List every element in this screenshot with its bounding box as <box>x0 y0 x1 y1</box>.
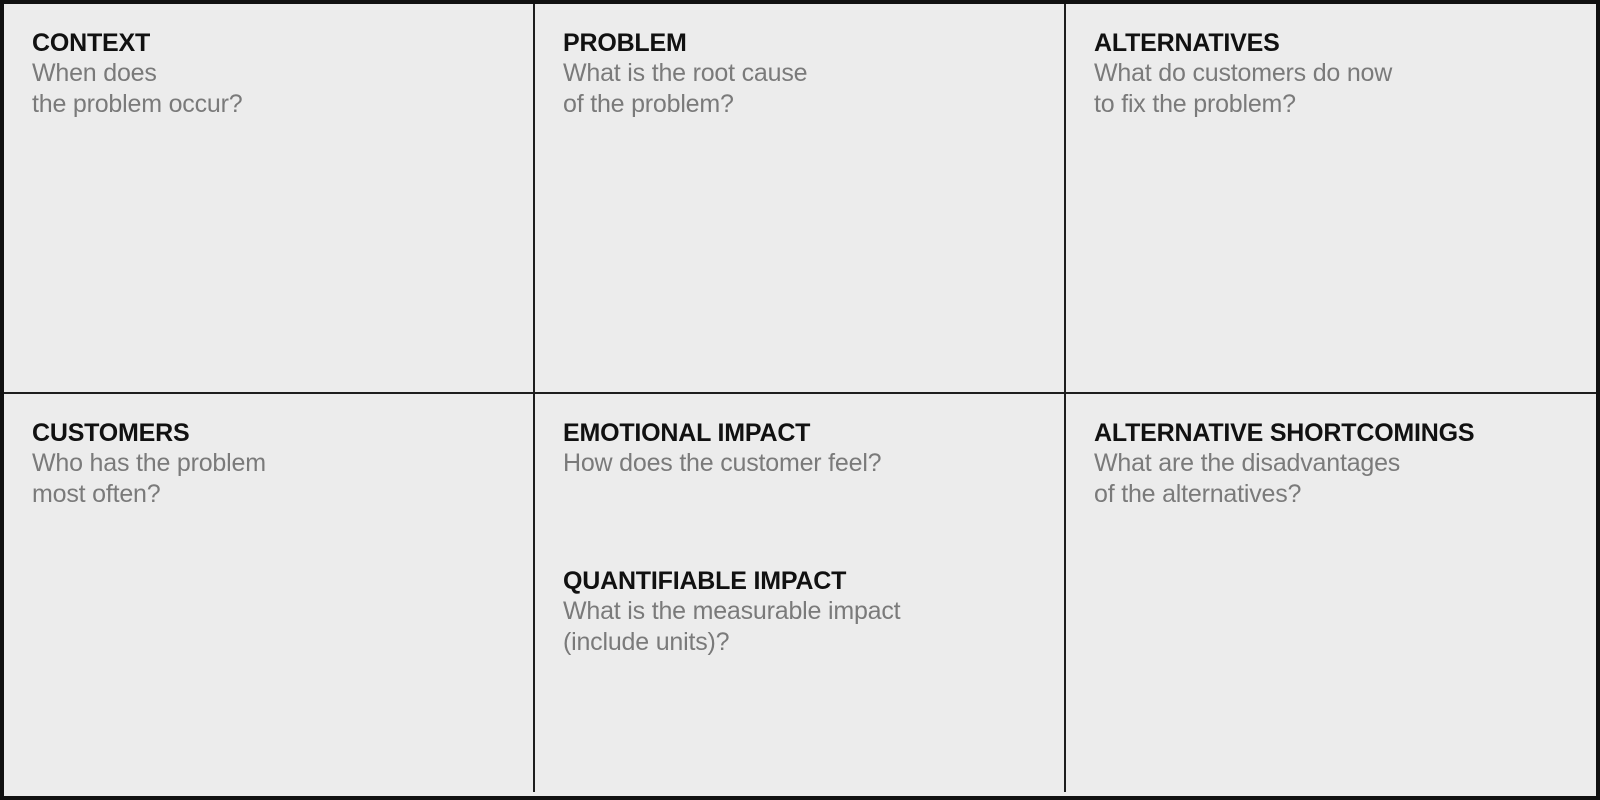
problem-prompt-line-2: of the problem? <box>563 90 734 118</box>
quantifiable-impact-title: QUANTIFIABLE IMPACT <box>563 567 847 595</box>
context-prompt-line-2: the problem occur? <box>32 90 243 118</box>
alternative-shortcomings-prompt: What are the disadvantages of the altern… <box>1094 448 1568 510</box>
quantifiable-impact-prompt-line-1: What is the measurable impact <box>563 597 901 625</box>
customers-prompt-line-2: most often? <box>32 480 161 508</box>
emotional-impact-title: EMOTIONAL IMPACT <box>563 419 811 447</box>
problem-title: PROBLEM <box>563 29 687 57</box>
impact-cell[interactable]: EMOTIONAL IMPACT How does the customer f… <box>535 394 1066 792</box>
alternative-shortcomings-prompt-line-1: What are the disadvantages <box>1094 449 1401 477</box>
customers-prompt-line-1: Who has the problem <box>32 449 266 477</box>
quantifiable-impact-prompt: What is the measurable impact (include u… <box>563 596 1036 658</box>
problem-prompt: What is the root cause of the problem? <box>563 58 1036 120</box>
alternative-shortcomings-title: ALTERNATIVE SHORTCOMINGS <box>1094 419 1475 447</box>
customers-cell[interactable]: CUSTOMERS Who has the problem most often… <box>4 394 535 792</box>
emotional-impact-section: EMOTIONAL IMPACT How does the customer f… <box>563 418 1036 479</box>
quantifiable-impact-section: QUANTIFIABLE IMPACT What is the measurab… <box>563 566 1036 658</box>
alternatives-title: ALTERNATIVES <box>1094 29 1280 57</box>
alternatives-prompt-line-2: to fix the problem? <box>1094 90 1296 118</box>
quantifiable-impact-prompt-line-2: (include units)? <box>563 628 730 656</box>
alternatives-prompt: What do customers do now to fix the prob… <box>1094 58 1568 120</box>
alternatives-cell[interactable]: ALTERNATIVES What do customers do now to… <box>1066 4 1596 394</box>
problem-cell[interactable]: PROBLEM What is the root cause of the pr… <box>535 4 1066 394</box>
context-title: CONTEXT <box>32 29 151 57</box>
emotional-impact-prompt: How does the customer feel? <box>563 448 1036 479</box>
context-prompt: When does the problem occur? <box>32 58 505 120</box>
alternative-shortcomings-prompt-line-2: of the alternatives? <box>1094 480 1302 508</box>
context-prompt-line-1: When does <box>32 59 157 87</box>
customers-prompt: Who has the problem most often? <box>32 448 505 510</box>
canvas-grid: CONTEXT When does the problem occur? PRO… <box>4 4 1596 796</box>
context-cell[interactable]: CONTEXT When does the problem occur? <box>4 4 535 394</box>
alternative-shortcomings-cell[interactable]: ALTERNATIVE SHORTCOMINGS What are the di… <box>1066 394 1596 792</box>
alternatives-prompt-line-1: What do customers do now <box>1094 59 1393 87</box>
emotional-impact-prompt-line-1: How does the customer feel? <box>563 449 882 477</box>
problem-prompt-line-1: What is the root cause <box>563 59 808 87</box>
customers-title: CUSTOMERS <box>32 419 190 447</box>
